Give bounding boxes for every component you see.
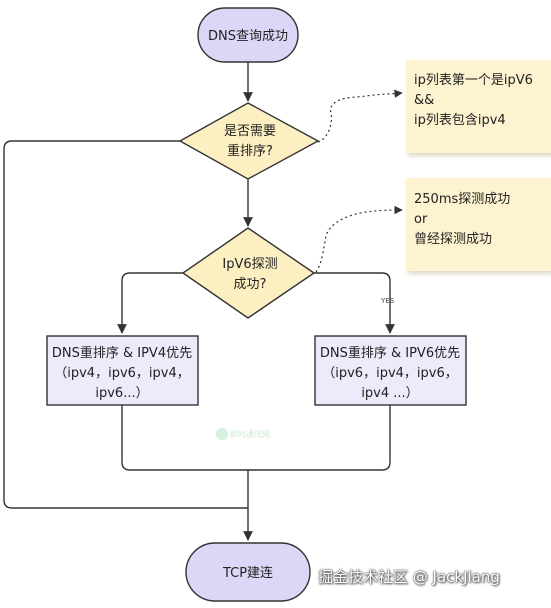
- note2-connector: [315, 205, 403, 273]
- note-probe-condition: 250ms探测成功 or 曾经探测成功: [406, 178, 551, 271]
- decision1-line1: 是否需要: [224, 124, 276, 139]
- left-box-line2: （ipv4，ipv6，ipv4，: [54, 366, 190, 381]
- note2-line1: 250ms探测成功: [414, 192, 510, 207]
- left-box-line1: DNS重排序 & IPV4优先: [52, 345, 192, 361]
- left-box-line3: ipv6...）: [95, 386, 148, 401]
- right-box-line2: （ipv6，ipv4，ipv6，: [322, 366, 458, 381]
- edge-decision1-bypass: [3, 140, 248, 509]
- note1-line3: ip列表包含ipv4: [414, 112, 506, 128]
- decision-reorder: 是否需要 重排序?: [178, 102, 320, 180]
- note1-line2: &&: [414, 93, 434, 108]
- flow-connectors: [3, 62, 395, 541]
- edge-decision2-left: [117, 272, 183, 334]
- process-ipv4-first: DNS重排序 & IPV4优先 （ipv4，ipv6，ipv4， ipv6...…: [46, 335, 199, 406]
- watermark-text: 即时通讯网: [230, 429, 270, 439]
- start-node: DNS查询成功: [197, 7, 299, 63]
- start-label: DNS查询成功: [208, 29, 288, 44]
- watermark: 即时通讯网: [216, 428, 270, 440]
- right-box-line3: ipv4 ...）: [361, 386, 418, 401]
- edge-decision2-right: [314, 272, 395, 334]
- decision-ipv6-probe: IpV6探测 成功?: [181, 227, 316, 319]
- decision2-line2: 成功?: [234, 277, 267, 292]
- decision2-line1: IpV6探测: [222, 257, 277, 272]
- edge-left-merge: [121, 405, 391, 471]
- yes-label: YES: [380, 297, 395, 305]
- end-label: TCP建连: [222, 565, 273, 581]
- note-reorder-condition: ip列表第一个是ipV6 && ip列表包含ipv4: [406, 60, 551, 153]
- note1-line1: ip列表第一个是ipV6: [414, 73, 533, 88]
- end-node: TCP建连: [185, 542, 311, 602]
- decision1-line2: 重排序?: [227, 143, 273, 159]
- note2-line3: 曾经探测成功: [414, 232, 492, 247]
- note2-line2: or: [414, 212, 428, 227]
- note1-connector: [317, 89, 403, 143]
- right-box-line1: DNS重排序 & IPV6优先: [320, 345, 460, 361]
- process-ipv6-first: DNS重排序 & IPV6优先 （ipv6，ipv4，ipv6， ipv4 ..…: [314, 335, 467, 406]
- credit-watermark: 掘金技术社区 @ JackJiang: [318, 568, 500, 586]
